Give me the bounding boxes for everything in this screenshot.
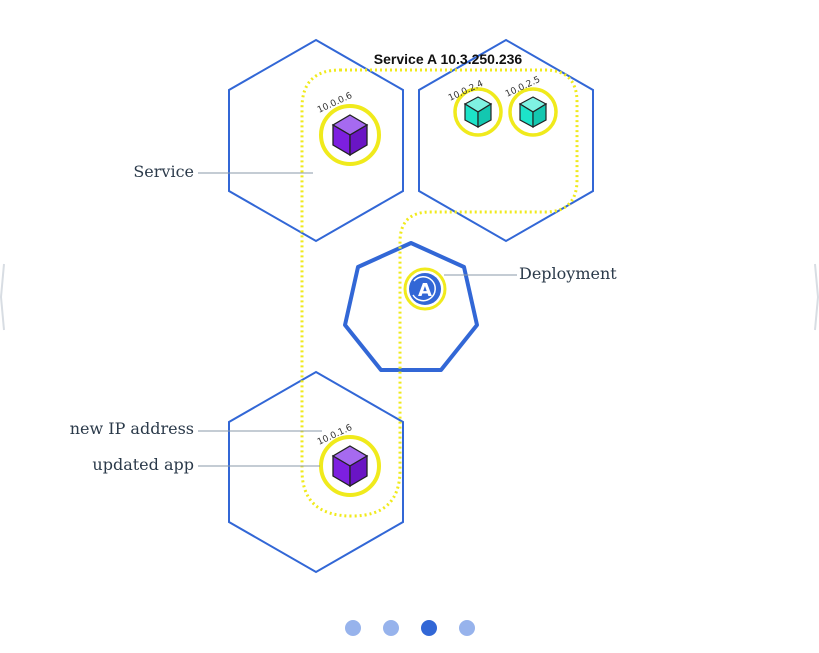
service-callout: Service [133,162,194,181]
pod-ip-label: 10.0.2.5 [504,75,542,100]
cube-icon [331,114,369,157]
pager-dot-4[interactable] [458,620,475,636]
updated-app-callout: updated app [92,455,194,474]
cube-icon [331,445,369,488]
node-hexagon-top-right [418,38,594,243]
pod-10-0-0-6[interactable]: 10.0.0.6 [316,91,381,166]
pager-dot-2[interactable] [382,620,399,636]
deployment-heptagon [343,241,479,372]
pager-dot-1[interactable] [344,620,361,636]
service-title: Service A 10.3.250.236 [374,51,523,67]
cube-icon [518,96,548,129]
new-ip-callout: new IP address [70,419,194,438]
cube-icon [463,96,493,129]
deployment-badge-letter: A [418,280,432,301]
node-hexagon-bottom [228,370,404,574]
pod-10-0-2-5[interactable]: 10.0.2.5 [504,75,558,137]
deployment-callout: Deployment [519,264,617,283]
pod-ring [453,87,503,137]
deployment-badge[interactable]: A [403,267,447,311]
node-hexagon-top-left [228,38,404,243]
pager-dot-3[interactable] [420,620,437,636]
pod-10-0-2-4[interactable]: 10.0.2.4 [447,79,503,137]
pod-10-0-1-6[interactable]: 10.0.1.6 [316,423,381,497]
pod-ring [319,104,381,166]
prev-slide-edge[interactable] [0,262,6,332]
next-slide-edge[interactable] [813,262,819,332]
carousel-pager [0,620,819,636]
pod-ring [508,87,558,137]
pod-ring [319,435,381,497]
